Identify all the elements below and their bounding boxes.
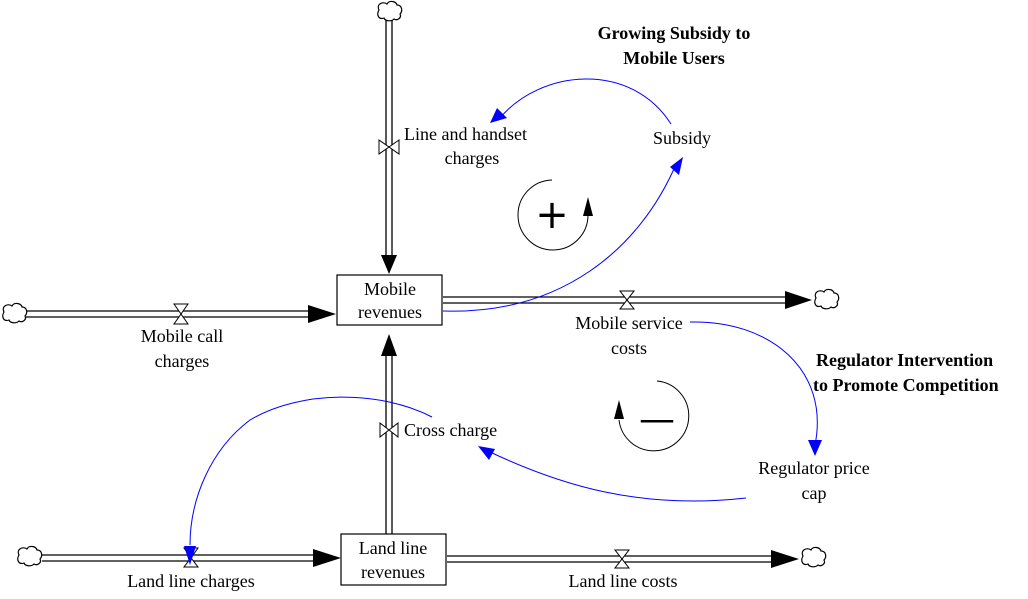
link-arrowhead [184, 546, 196, 565]
stock-mobile-revenues[interactable]: Mobile revenues [336, 274, 443, 326]
valve-icon-cross-charge[interactable] [379, 421, 399, 439]
valve-icon-mobile-service-costs[interactable] [618, 290, 636, 310]
loop-title: Regulator Intervention [816, 350, 993, 370]
flow-pipe-line-and-handset-charges [381, 20, 397, 274]
flow-label: Land line costs [569, 571, 678, 591]
flow-arrowhead [308, 305, 336, 323]
link-cross-charge-to-land-line-charges [184, 396, 433, 565]
stock-label: revenues [358, 302, 422, 322]
valve-icon-line-and-handset[interactable] [378, 139, 400, 155]
sink-cloud-icon [801, 546, 827, 568]
flow-label: charges [155, 351, 210, 371]
stock-label: Mobile [364, 279, 416, 299]
link-subsidy-to-line-and-handset [490, 78, 672, 125]
loop-title: Mobile Users [623, 48, 724, 68]
flow-pipe-cross-charge [381, 334, 397, 535]
link-arrowhead [670, 157, 683, 175]
sink-cloud-icon [814, 288, 840, 310]
flow-pipe-mobile-service-costs [443, 291, 812, 309]
balancing-loop-icon: — [614, 380, 690, 452]
flow-arrowhead [381, 255, 397, 274]
loop-polarity: — [639, 399, 675, 440]
link-regulator-to-cross-charge [478, 446, 747, 502]
flow-arrowhead [381, 334, 397, 356]
flow-label: Line and handset [404, 124, 527, 144]
variable-label-subsidy: Subsidy [653, 128, 711, 148]
flow-pipe-land-line-charges [42, 549, 341, 567]
source-cloud-icon [377, 0, 403, 22]
flow-label: Land line charges [127, 571, 255, 591]
link-mobile-revenues-to-subsidy [442, 157, 683, 312]
loop-title: to Promote Competition [813, 375, 999, 395]
link-mobile-service-costs-to-regulator [689, 321, 822, 456]
source-cloud-icon [17, 545, 43, 567]
valve-icon-mobile-call[interactable] [173, 303, 189, 325]
stock-land-line-revenues[interactable]: Land line revenues [340, 533, 447, 586]
flow-pipe-land-line-costs [447, 550, 799, 568]
flow-arrowhead [771, 550, 799, 568]
flow-arrowhead [785, 291, 812, 309]
variable-label-regulator-price-cap: Regulator price [758, 458, 869, 478]
flow-arrowhead [313, 549, 341, 567]
valve-icon-land-line-costs[interactable] [613, 549, 631, 569]
flow-pipe-mobile-call-charges [26, 305, 336, 323]
flow-label: costs [611, 338, 647, 358]
stock-label: Land line [359, 538, 427, 558]
link-arrowhead [808, 440, 822, 456]
flow-label: charges [445, 148, 500, 168]
link-arrowhead [490, 108, 507, 123]
loop-polarity: + [535, 192, 569, 238]
variable-label-regulator-price-cap: cap [802, 483, 827, 503]
stock-label: revenues [361, 562, 425, 582]
flow-label: Cross charge [404, 420, 497, 440]
flow-label: Mobile service [575, 313, 682, 333]
link-arrowhead [478, 446, 495, 460]
source-cloud-icon [2, 302, 28, 324]
reinforcing-loop-icon: + [517, 179, 593, 251]
flow-label: Mobile call [141, 326, 223, 346]
loop-title: Growing Subsidy to [598, 23, 751, 43]
